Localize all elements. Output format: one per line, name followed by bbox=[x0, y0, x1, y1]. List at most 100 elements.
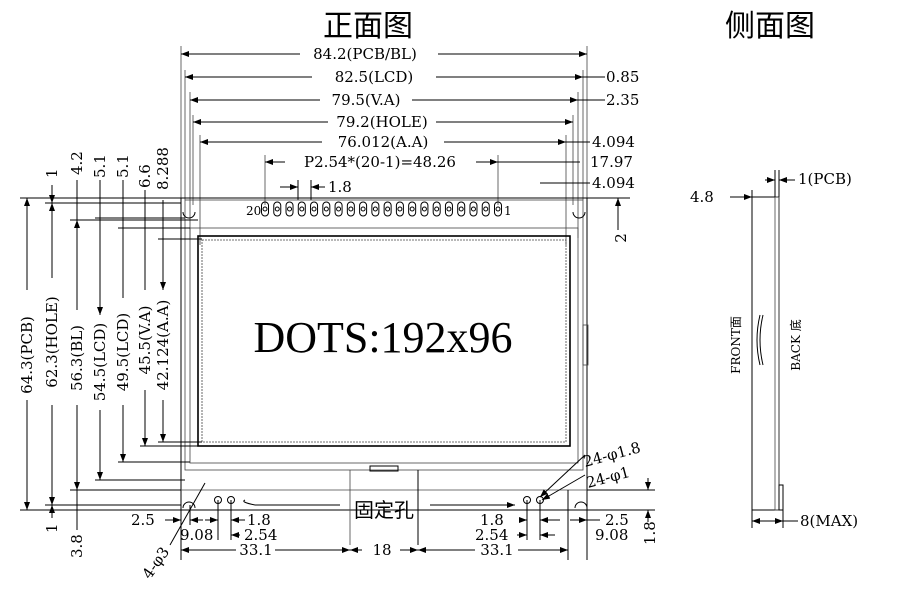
offset-label: 1 bbox=[43, 523, 61, 533]
pin-hole bbox=[287, 206, 293, 212]
pin-hole bbox=[348, 206, 354, 212]
side-pcb-thickness: 1(PCB) bbox=[798, 170, 852, 188]
dim-r-2-54: 2.54 bbox=[475, 526, 508, 544]
offset-label: 5.1 bbox=[91, 154, 109, 178]
pin-pad bbox=[494, 201, 502, 217]
fix-hole-label: 固定孔 bbox=[354, 498, 414, 522]
pin-hole bbox=[421, 206, 427, 212]
side-front-label: FRONT面 bbox=[729, 316, 743, 374]
dim-r3: 4.094 bbox=[592, 133, 635, 151]
pin-pad bbox=[285, 201, 294, 217]
module-outline bbox=[180, 197, 589, 545]
dim-pcb-height: 64.3(PCB) bbox=[18, 316, 36, 394]
dim-l-33-1: 33.1 bbox=[239, 541, 272, 559]
pin-pad bbox=[420, 201, 429, 217]
dim-r2: 2.35 bbox=[606, 91, 639, 109]
top-dimension-lines bbox=[181, 51, 630, 230]
dim-r-9-08: 9.08 bbox=[595, 526, 628, 544]
dim-pcb-width: 84.2(PCB/BL) bbox=[313, 45, 417, 63]
offset-label: 4.2 bbox=[68, 151, 86, 175]
pin-hole bbox=[311, 206, 317, 212]
pin-label-first: 20 bbox=[246, 204, 261, 218]
dim-va-width: 79.5(V.A) bbox=[332, 91, 401, 109]
pin-pad bbox=[432, 201, 441, 217]
dim-aa-width: 76.012(A.A) bbox=[338, 133, 429, 151]
pin-hole bbox=[372, 206, 378, 212]
pin-pad bbox=[346, 201, 355, 217]
pin-hole bbox=[299, 206, 305, 212]
pin-pad bbox=[310, 201, 319, 217]
dim-r1: 0.85 bbox=[606, 68, 639, 86]
offset-label: 8.288 bbox=[154, 147, 172, 190]
pin-hole bbox=[458, 206, 464, 212]
side-thickness: 4.8 bbox=[690, 188, 714, 206]
dim-r-33-1: 33.1 bbox=[480, 541, 513, 559]
pin-label-last: 1 bbox=[504, 204, 512, 218]
pin-pad bbox=[334, 201, 343, 217]
pin-pad bbox=[383, 201, 392, 217]
pin-pad bbox=[408, 201, 417, 217]
dim-hole-width: 79.2(HOLE) bbox=[336, 113, 427, 131]
pin-pad bbox=[322, 201, 331, 217]
pin-hole bbox=[262, 206, 268, 212]
pin-hole bbox=[446, 206, 452, 212]
bottom-dimension-lines bbox=[165, 454, 655, 560]
dim-r4: 17.97 bbox=[590, 153, 633, 171]
side-back-label: BACK 底 bbox=[788, 319, 803, 370]
dim-l-2-54: 2.54 bbox=[244, 526, 277, 544]
pin-hole bbox=[336, 206, 342, 212]
pin-pad bbox=[481, 201, 490, 217]
dim-pin-width: 1.8 bbox=[328, 178, 352, 196]
offset-label: 3.8 bbox=[68, 534, 86, 558]
pin-hole bbox=[323, 206, 329, 212]
pin-hole bbox=[385, 206, 391, 212]
offset-label: 5.1 bbox=[114, 154, 132, 178]
pin-row bbox=[261, 201, 502, 217]
dim-bl-height: 56.3(BL) bbox=[68, 325, 86, 391]
dim-r5: 4.094 bbox=[592, 174, 635, 192]
screen-dots-label: DOTS:192x96 bbox=[253, 313, 512, 362]
pin-hole bbox=[434, 206, 440, 212]
dim-lcd-height: 54.5(LCD) bbox=[91, 323, 109, 402]
dim-r6: 2 bbox=[612, 233, 630, 243]
dim-r-2-5: 2.5 bbox=[605, 511, 629, 529]
left-dimension-lines bbox=[20, 180, 202, 530]
dim-hole-dia: 4-φ3 bbox=[139, 544, 174, 583]
dim-pin-pitch: P2.54*(20-1)=48.26 bbox=[304, 153, 456, 171]
dim-lcd-width: 82.5(LCD) bbox=[335, 68, 414, 86]
dim-va-height: 45.5(V.A) bbox=[136, 306, 154, 375]
pin-pad bbox=[359, 201, 368, 217]
dim-mid-18: 18 bbox=[372, 541, 391, 559]
pin-pad bbox=[273, 201, 282, 217]
pin-pad bbox=[444, 201, 453, 217]
pin-hole bbox=[483, 206, 489, 212]
pin-pad bbox=[371, 201, 380, 217]
dim-right-1-8: 1.8 bbox=[641, 521, 659, 545]
pin-hole bbox=[397, 206, 403, 212]
pin-pad bbox=[469, 201, 478, 217]
pin-hole bbox=[495, 206, 501, 212]
dim-l-2-5: 2.5 bbox=[131, 511, 155, 529]
pin-hole bbox=[470, 206, 476, 212]
dim-l-1-8: 1.8 bbox=[247, 511, 271, 529]
dim-r-1-8: 1.8 bbox=[480, 511, 504, 529]
pin-pad bbox=[297, 201, 306, 217]
pin-pad bbox=[395, 201, 404, 217]
side-view: 4.8 1(PCB) 8(MAX) FRONT面 BACK 底 bbox=[690, 170, 858, 530]
dim-hole-height: 62.3(HOLE) bbox=[43, 296, 61, 387]
dim-lcd-inner-height: 49.5(LCD) bbox=[114, 313, 132, 392]
pin-hole bbox=[360, 206, 366, 212]
offset-label: 6.6 bbox=[136, 164, 154, 188]
side-view-title: 侧面图 bbox=[725, 9, 815, 44]
front-view-title: 正面图 bbox=[323, 9, 413, 44]
dim-aa-height: 42.124(A.A) bbox=[154, 300, 172, 391]
left-dimension-labels: 64.3(PCB) 62.3(HOLE) 56.3(BL) 54.5(LCD) … bbox=[18, 147, 172, 558]
pin-pad bbox=[457, 201, 466, 217]
offset-label: 1 bbox=[43, 168, 61, 178]
pin-hole bbox=[409, 206, 415, 212]
dim-pad1: 24-φ1.8 bbox=[581, 438, 642, 471]
side-max-thickness: 8(MAX) bbox=[800, 512, 858, 530]
dim-l-9-08: 9.08 bbox=[180, 526, 213, 544]
pin-hole bbox=[274, 206, 280, 212]
